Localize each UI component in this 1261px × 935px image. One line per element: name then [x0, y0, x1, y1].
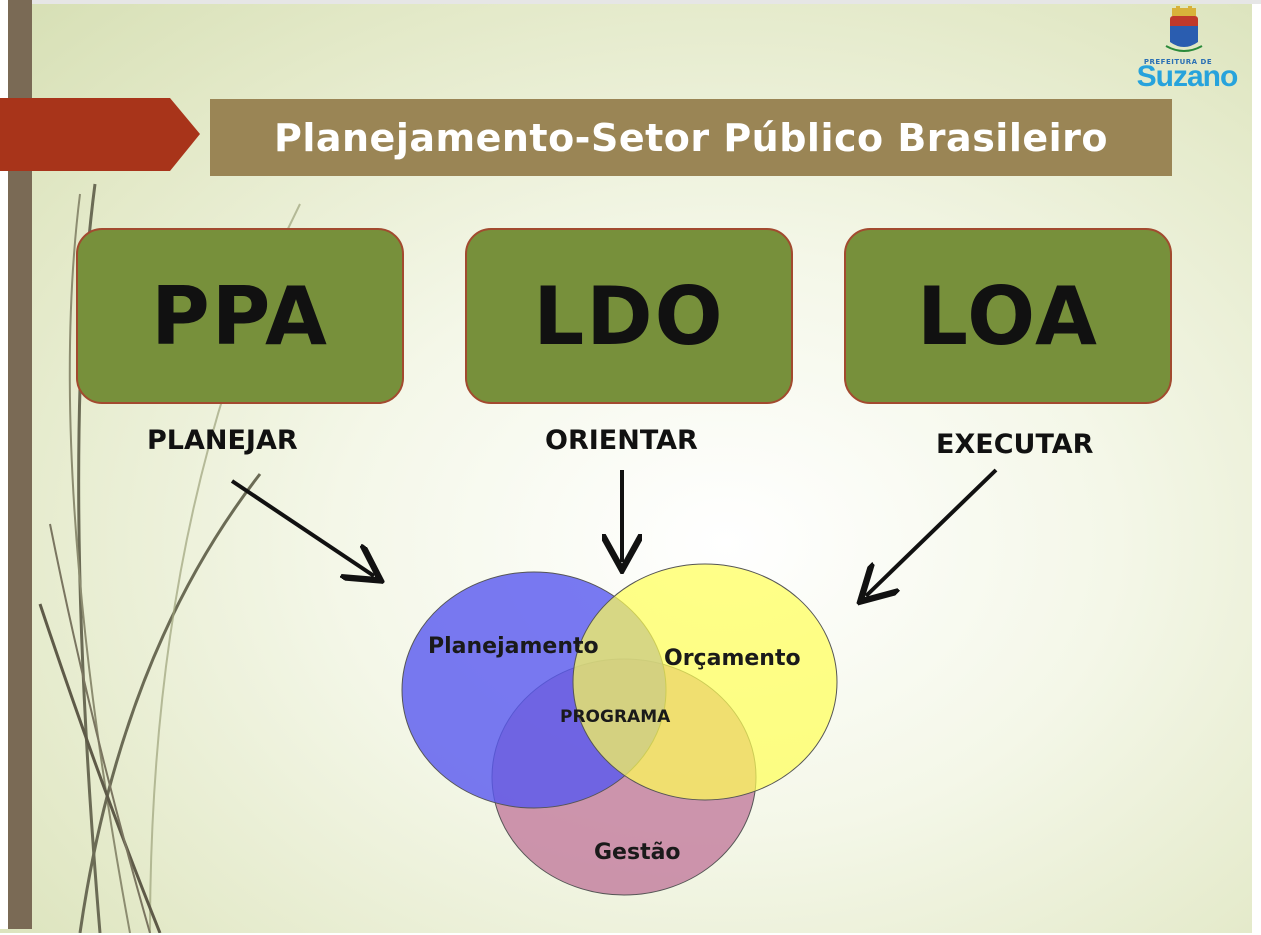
verb-orientar: ORIENTAR	[545, 425, 698, 456]
venn-label-orcamento: Orçamento	[664, 646, 801, 671]
card-loa-label: LOA	[917, 269, 1099, 363]
title-banner: Planejamento-Setor Público Brasileiro	[210, 99, 1172, 176]
verb-planejar: PLANEJAR	[147, 425, 298, 456]
page-title: Planejamento-Setor Público Brasileiro	[273, 115, 1109, 160]
left-margin	[0, 0, 8, 929]
top-border	[0, 0, 1261, 4]
arrow-planejar	[230, 479, 374, 576]
card-ppa: PPA	[76, 228, 404, 404]
logo-subtitle: PREFEITURA DE	[1143, 58, 1213, 66]
card-loa: LOA	[844, 228, 1172, 404]
venn-label-programa: PROGRAMA	[560, 707, 671, 727]
circle-orcamento	[572, 563, 838, 801]
card-ppa-label: PPA	[151, 269, 329, 363]
logo-name: Suzano	[1136, 60, 1239, 93]
suzano-coat-of-arms-logo	[1165, 6, 1203, 52]
venn-label-gestao: Gestão	[594, 840, 681, 865]
venn-label-planejamento: Planejamento	[428, 634, 599, 659]
verb-executar: EXECUTAR	[936, 429, 1094, 460]
card-ldo: LDO	[465, 228, 793, 404]
title-ribbon-arrow	[0, 98, 200, 171]
arrow-executar	[866, 468, 998, 596]
card-ldo-label: LDO	[533, 269, 725, 363]
